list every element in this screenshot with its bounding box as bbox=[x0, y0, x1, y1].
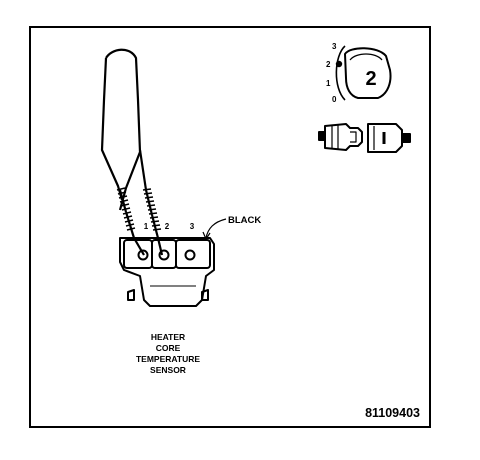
component-label-line-3: TEMPERATURE bbox=[136, 354, 200, 364]
pin-label-1: 1 bbox=[144, 222, 149, 231]
component-label: HEATER CORE TEMPERATURE SENSOR bbox=[136, 332, 200, 375]
dial-scale-0: 0 bbox=[332, 95, 337, 104]
range-selector-dial-icon: 3 2 1 0 2 bbox=[326, 42, 392, 104]
sensor-connector bbox=[119, 237, 215, 307]
component-label-line-2: CORE bbox=[156, 343, 181, 353]
meter-probe-icon bbox=[100, 48, 164, 256]
component-label-line-1: HEATER bbox=[151, 332, 185, 342]
dial-scale-2: 2 bbox=[326, 60, 331, 69]
wire-color-label: BLACK bbox=[228, 215, 261, 226]
figure-frame bbox=[29, 26, 431, 428]
component-label-line-4: SENSOR bbox=[150, 365, 186, 375]
dial-scale-3: 3 bbox=[332, 42, 337, 51]
dial-scale-1: 1 bbox=[326, 79, 331, 88]
wire-color-callout: BLACK bbox=[202, 215, 261, 241]
figure-number: 81109403 bbox=[365, 406, 420, 420]
connector-pair-icon bbox=[318, 123, 411, 153]
pin-label-3: 3 bbox=[190, 222, 195, 231]
dial-selected-value: 2 bbox=[365, 68, 376, 90]
pin-label-2: 2 bbox=[165, 222, 170, 231]
